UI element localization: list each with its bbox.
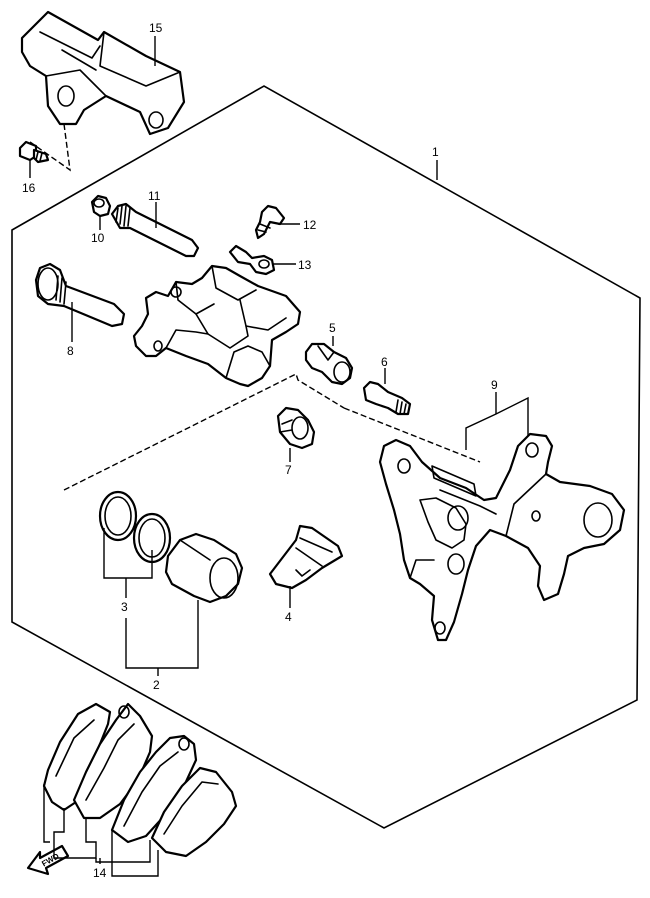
callout-8: 8 [67,344,74,358]
callout-6: 6 [381,355,388,369]
callout-2: 2 [153,678,160,692]
callout-5: 5 [329,321,336,335]
callout-10: 10 [91,231,105,245]
part-10-cap [90,194,112,218]
callout-14: 14 [93,866,107,880]
part-2-piston [164,532,244,604]
callout-13: 13 [298,258,312,272]
part-13-cap [228,244,276,276]
callout-7: 7 [285,463,292,477]
callout-12: 12 [303,218,317,232]
fwd-arrow-icon [26,844,70,876]
part-7-boot [276,406,316,450]
part-8-pin [34,262,126,328]
part-5-boot [304,342,354,386]
caliper-body [132,264,302,388]
callout-16: 16 [22,181,36,195]
leader-lines [29,36,529,877]
callout-9: 9 [491,378,498,392]
part-16-bolt [18,140,50,164]
part-12-bleeder [254,204,286,240]
part-4-spring [268,524,344,590]
part-14-pads [42,702,238,858]
callout-1: 1 [432,145,439,159]
part-9-bracket [378,432,626,642]
callout-11: 11 [148,189,161,203]
assembly-frame [11,85,641,829]
part-15-bracket [20,10,186,136]
callout-3: 3 [121,600,128,614]
part-6-bolt [362,380,412,416]
part-11-pin [110,202,200,258]
part-3-seals [98,490,172,564]
callout-4: 4 [285,610,292,624]
callout-15: 15 [149,21,163,35]
